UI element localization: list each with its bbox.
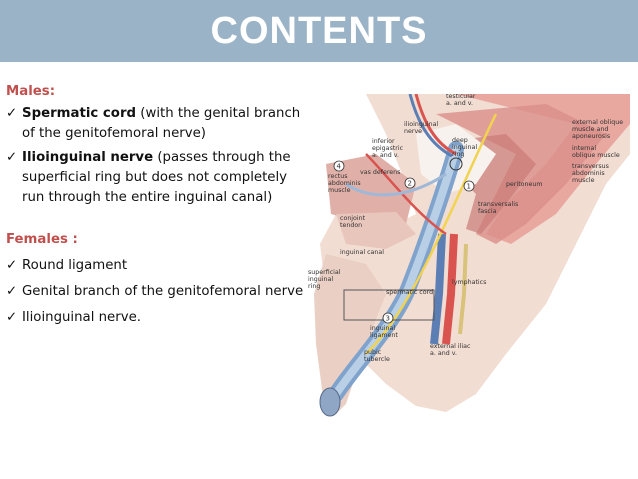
females-heading: Females : <box>6 232 78 247</box>
label-superficial-ring: ring <box>308 283 320 290</box>
label-testicular: testicular <box>446 94 476 100</box>
label-rectus-muscle: muscle <box>328 187 351 194</box>
marker-1 <box>463 180 475 192</box>
marker-2-text: 2 <box>408 180 412 188</box>
item-text: Round ligament <box>22 258 128 273</box>
label-epigastric-av: a. and v. <box>372 152 399 159</box>
label-superficial-inguinal: inguinal <box>308 276 333 283</box>
label-inguinal-canal: inguinal canal <box>340 249 384 256</box>
label-aponeurosis: aponeurosis <box>572 133 610 140</box>
marker-2 <box>404 177 416 189</box>
checkmark-icon: ✓ <box>6 310 18 325</box>
label-muscle-and: muscle and <box>572 126 608 133</box>
label-pubic: pubic <box>364 349 382 356</box>
label-deep-inguinal: inguinal <box>452 144 477 151</box>
marker-4-text: 4 <box>337 163 342 171</box>
checkmark-icon: ✓ <box>6 150 18 165</box>
label-tendon: tendon <box>340 222 362 229</box>
label-conjoint: conjoint <box>340 215 366 222</box>
checkmark-icon: ✓ <box>6 106 18 121</box>
item-text: Ilioinguinal nerve. <box>22 310 141 325</box>
list-item: ✓ Ilioinguinal nerve. <box>6 308 306 328</box>
label-vas-deferens: vas deferens <box>360 169 400 176</box>
label-internal: internal <box>572 145 596 152</box>
label-rectus: rectus <box>328 173 348 180</box>
label-transversalis: transversalis <box>478 201 518 208</box>
label-superficial: superficial <box>308 269 341 276</box>
label-epigastric: epigastric <box>372 145 404 152</box>
conjoint-tendon <box>336 212 416 249</box>
contents-list: Males: ✓ Spermatic cord (with the genita… <box>6 82 306 334</box>
marker-3 <box>382 312 394 324</box>
label-spermatic-cord: spermatic cord <box>386 289 433 296</box>
rectus-muscle <box>326 154 416 224</box>
marker-1-text: 1 <box>467 183 471 191</box>
testicular-artery <box>414 93 457 156</box>
list-item: ✓ Genital branch of the genitofemoral ne… <box>6 282 306 302</box>
label-ilioinguinal: ilioinguinal <box>404 121 438 128</box>
testicular-vein <box>408 93 453 158</box>
marker-3-text: 3 <box>386 315 390 323</box>
label-external-oblique: external oblique <box>572 119 623 126</box>
label-tubercle: tubercle <box>364 356 390 363</box>
checkmark-icon: ✓ <box>6 284 18 299</box>
marker-4 <box>333 160 345 172</box>
label-external-iliac: external iliac <box>430 343 471 350</box>
label-inferior: inferior <box>372 138 395 145</box>
spermatic-cord-highlight <box>332 145 460 398</box>
scrotal-area <box>314 254 386 414</box>
external-iliac-vein <box>430 233 446 345</box>
testis <box>319 387 341 417</box>
external-iliac-artery <box>442 233 458 345</box>
label-deep-ring: ring <box>452 151 464 158</box>
label-external-iliac-av: a. and v. <box>430 350 457 357</box>
label-oblique-muscle: oblique muscle <box>572 152 620 159</box>
label-testicular-av: a. and v. <box>446 100 473 107</box>
label-transversus-abdominis: abdominis <box>572 170 605 177</box>
label-lymphatics: lymphatics <box>452 279 486 286</box>
males-heading: Males: <box>6 84 56 99</box>
item-bold-text: Ilioinguinal nerve <box>22 150 154 165</box>
label-peritoneum: peritoneum <box>506 181 543 188</box>
list-item: ✓ Spermatic cord (with the genital branc… <box>6 104 306 144</box>
label-fascia: fascia <box>478 208 497 215</box>
deep-ring-marker <box>449 157 463 171</box>
checkmark-icon: ✓ <box>6 258 18 273</box>
label-inguinal-ligament-1: inguinal <box>370 325 395 332</box>
item-text: (passes through the superficial ring but… <box>22 150 291 205</box>
item-bold-text: Spermatic cord <box>22 106 137 121</box>
label-transversus-muscle: muscle <box>572 177 595 184</box>
anatomy-illustration: 1 2 3 4 testicular a. and v. ilioinguina… <box>308 93 630 417</box>
list-item: ✓ Ilioinguinal nerve (passes through the… <box>6 148 306 208</box>
item-text: Genital branch of the genitofemoral nerv… <box>22 284 304 299</box>
page-title: CONTENTS <box>210 9 428 52</box>
lymphatics <box>458 243 468 335</box>
label-ilioinguinal-nerve: nerve <box>404 128 422 135</box>
label-deep: deep <box>452 137 468 144</box>
label-inguinal-ligament-2: ligament <box>370 332 398 339</box>
inguinal-canal-diagram: 1 2 3 4 testicular a. and v. ilioinguina… <box>306 93 630 424</box>
ilioinguinal-nerve <box>365 113 498 355</box>
vas-deferens <box>345 172 447 197</box>
item-text: (with the genital branch of the genitofe… <box>22 106 301 141</box>
label-transversus: transversus <box>572 163 609 170</box>
label-abdominis: abdominis <box>328 180 361 187</box>
list-item: ✓ Round ligament <box>6 256 306 276</box>
title-banner: CONTENTS <box>0 0 638 62</box>
